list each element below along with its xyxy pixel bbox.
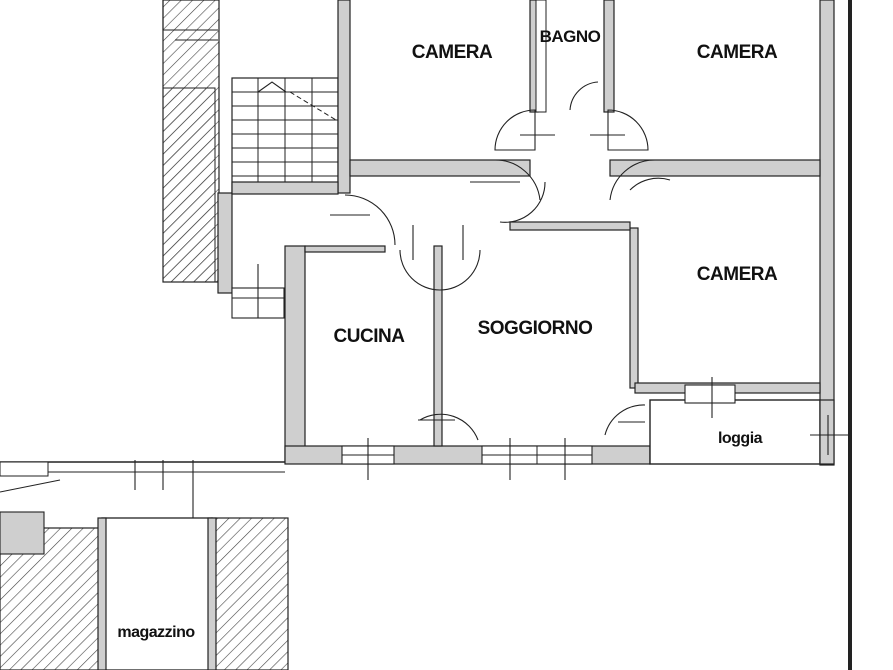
room-label-camera-top-right: CAMERA — [697, 42, 778, 63]
windows — [231, 264, 852, 480]
hatched-area-stairwell — [162, 0, 220, 283]
room-label-bagno: BAGNO — [540, 27, 601, 46]
room-label-camera-top-left: CAMERA — [412, 42, 493, 63]
room-label-camera-right: CAMERA — [697, 264, 778, 285]
staircase — [231, 77, 339, 194]
interior-walls — [217, 0, 821, 447]
room-label-soggiorno: SOGGIORNO — [478, 318, 593, 339]
hatched-area-storage-right — [211, 517, 289, 670]
room-label-magazzino: magazzino — [117, 624, 195, 641]
room-label-cucina: CUCINA — [334, 326, 406, 347]
lower-corridor — [0, 0, 285, 670]
room-label-loggia: loggia — [718, 430, 763, 447]
